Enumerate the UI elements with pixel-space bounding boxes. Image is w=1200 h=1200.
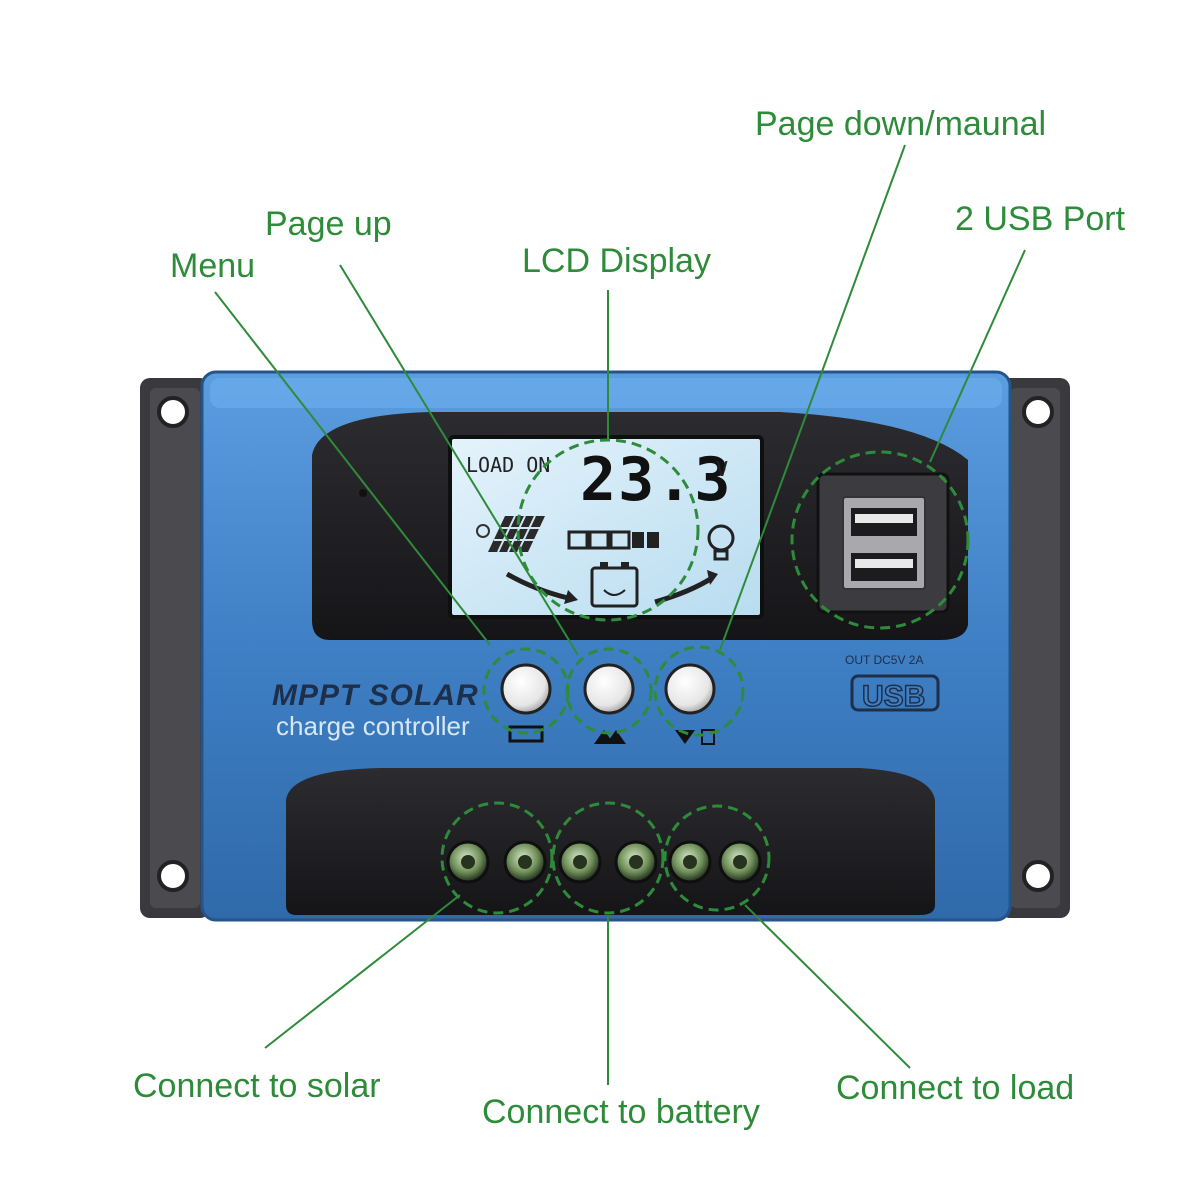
menu-icon (508, 725, 544, 743)
callout-menu: Menu (170, 247, 256, 285)
usb-leader-line (929, 249, 1026, 463)
menu-leader-line (214, 291, 491, 646)
solar-terminals[interactable] (446, 840, 547, 884)
callout-lcd-display: LCD Display (522, 242, 711, 280)
bulb-icon (707, 524, 735, 561)
brand-line-1: MPPT SOLAR (272, 679, 479, 712)
callout-usb-port: 2 USB Port (955, 200, 1126, 238)
load-leader-line (744, 904, 911, 1069)
battery-highlight-circle (551, 801, 665, 915)
lcd-reading-text: 23.3 (580, 445, 733, 515)
callout-connect-load: Connect to load (836, 1069, 1075, 1107)
load-terminals[interactable] (668, 840, 762, 884)
page-down-button[interactable] (664, 663, 716, 715)
battery-icon (590, 562, 639, 608)
down-arrow-icon (675, 730, 695, 744)
battery-terminals[interactable] (558, 840, 658, 884)
solar-leader-line (264, 894, 461, 1049)
battery-level-icon (567, 530, 659, 550)
brand-line-2: charge controller (276, 711, 470, 741)
lcd-status-text: LOAD ON (466, 453, 550, 477)
usb-highlight-circle (790, 450, 970, 630)
load-highlight-circle (663, 804, 771, 912)
page-up-highlight-circle (565, 647, 653, 735)
right-mounting-flange (1000, 378, 1070, 918)
sun-icon (476, 524, 490, 538)
callout-connect-solar: Connect to solar (133, 1067, 381, 1105)
callout-page-up: Page up (265, 205, 392, 243)
menu-button[interactable] (500, 663, 552, 715)
callout-connect-battery: Connect to battery (482, 1093, 760, 1131)
page-down-leader-line (719, 144, 906, 651)
page-up-leader-line (339, 264, 579, 656)
page-down-highlight-circle (653, 645, 745, 737)
callout-page-down: Page down/maunal (755, 105, 1047, 143)
lcd-screen: LOAD ON 23.3 V (448, 435, 764, 619)
load-arrow-icon (654, 575, 714, 605)
solar-highlight-circle (440, 801, 554, 915)
usb-spec-label: OUT DC5V 2A (845, 653, 923, 667)
left-mounting-flange (140, 378, 210, 918)
usb-logo: USB (862, 680, 925, 713)
terminal-housing (286, 768, 935, 915)
lcd-unit-text: V (716, 457, 728, 481)
usb-port-module (816, 472, 950, 614)
page-up-button[interactable] (583, 663, 635, 715)
